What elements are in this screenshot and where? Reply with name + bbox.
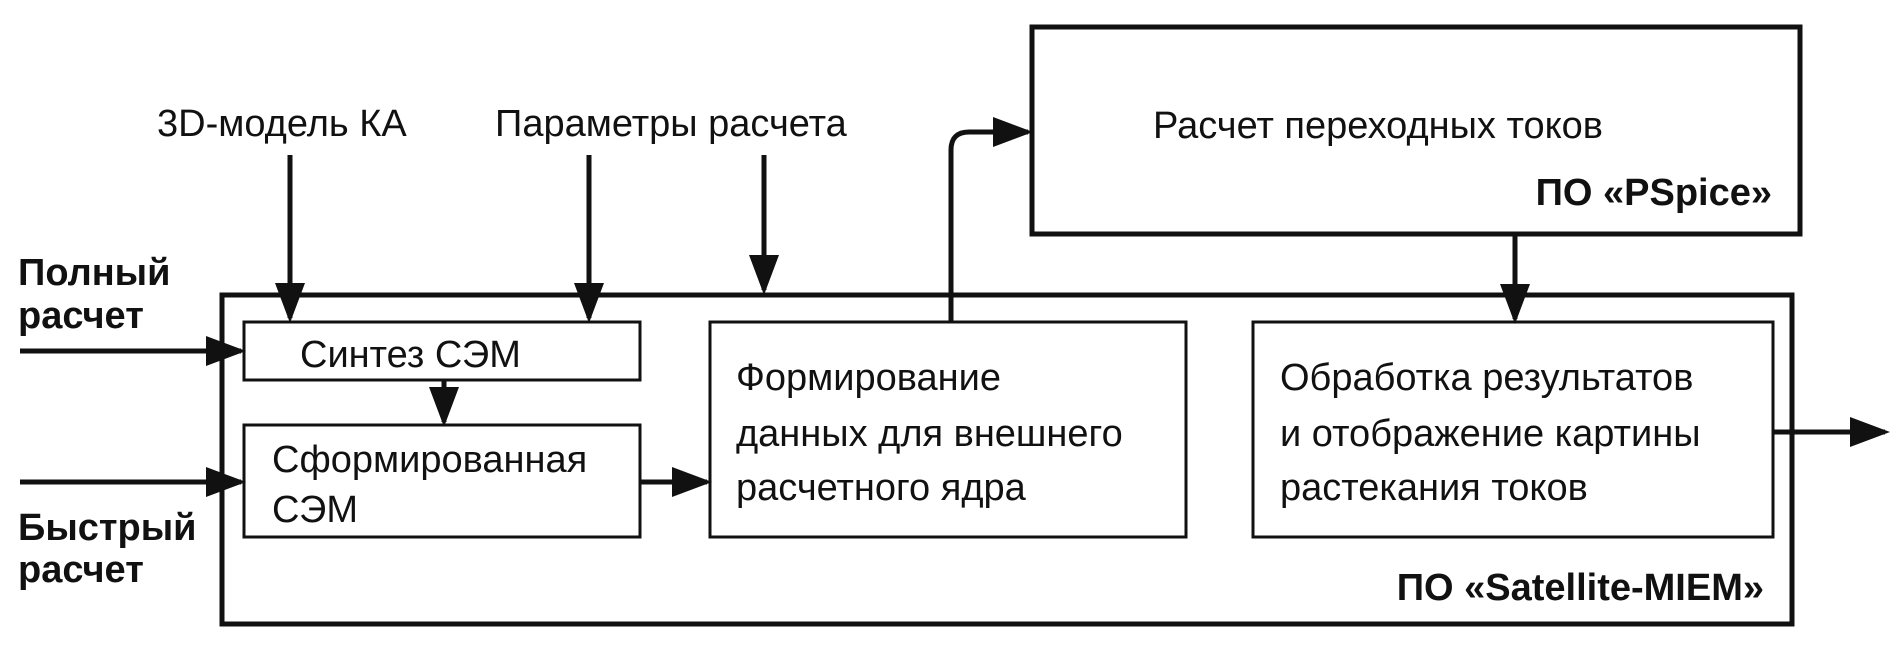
- data-prep-label-3: расчетного ядра: [736, 467, 1027, 509]
- pspice-block-title: Расчет переходных токов: [1153, 105, 1603, 147]
- prep-to-pspice-arrow: [948, 117, 1033, 322]
- fast-calc-label-2: расчет: [18, 549, 144, 591]
- model-label: 3D-модель КА: [157, 103, 407, 145]
- data-prep-box: [708, 320, 1188, 539]
- formed-sem-label-1: Сформированная: [272, 439, 587, 481]
- results-label-2: и отображение картины: [1280, 413, 1701, 455]
- pspice-software-label: ПО «PSpice»: [1536, 172, 1772, 214]
- full-calc-label-1: Полный: [18, 252, 170, 294]
- satellite-miem-frame: [219, 292, 1795, 627]
- params-label: Параметры расчета: [495, 103, 848, 145]
- fast-calc-label-1: Быстрый: [18, 507, 197, 549]
- results-label-3: растекания токов: [1280, 467, 1588, 509]
- data-prep-label-1: Формирование: [736, 357, 1001, 399]
- results-label-1: Обработка результатов: [1280, 357, 1693, 399]
- full-calc-label-2: расчет: [18, 295, 144, 337]
- data-prep-label-2: данных для внешнего: [736, 413, 1123, 455]
- formed-sem-label-2: СЭМ: [272, 489, 358, 531]
- synth-sem-label: Синтез СЭМ: [300, 334, 521, 376]
- satellite-miem-software-label: ПО «Satellite-MIEM»: [1397, 567, 1764, 609]
